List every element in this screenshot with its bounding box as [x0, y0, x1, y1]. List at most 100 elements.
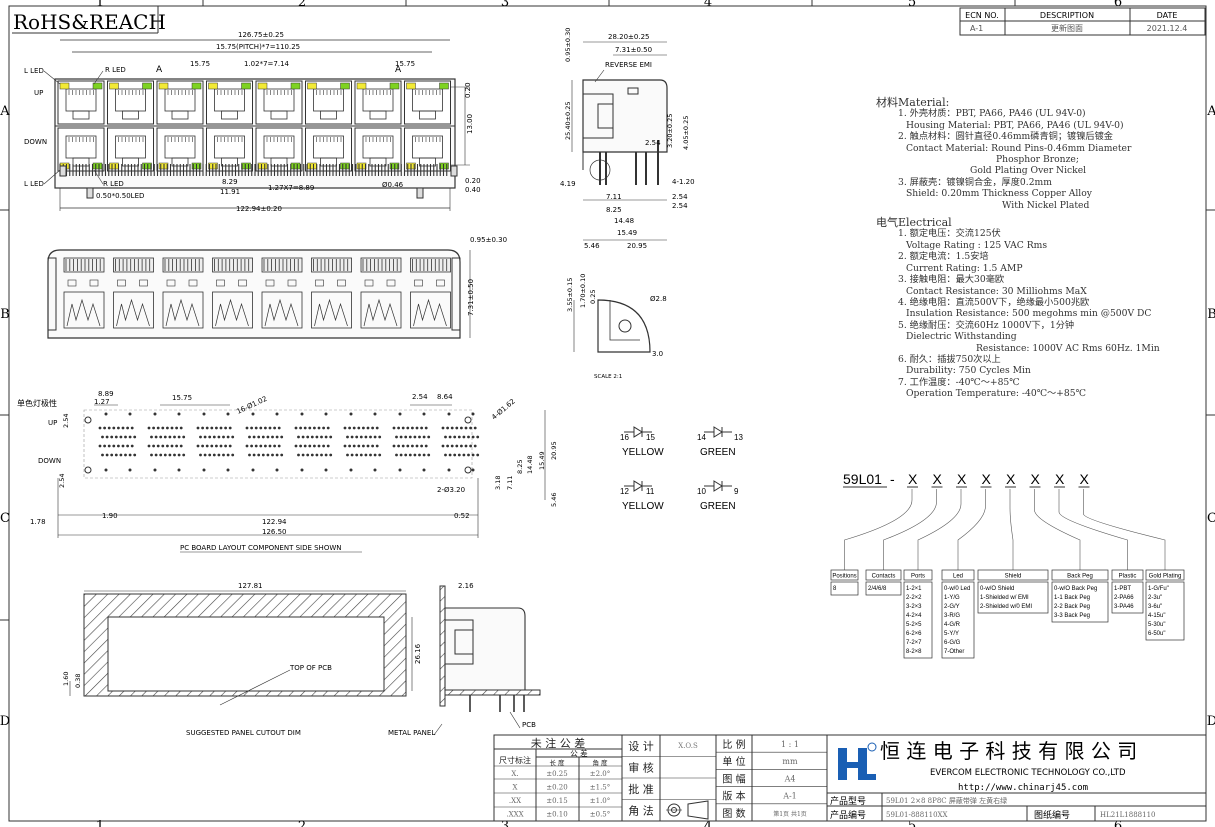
electrical-title: 电气Electrical: [876, 216, 952, 230]
grid-row-label: C: [0, 511, 10, 526]
product-code-value: 59L01-888110XX: [886, 811, 948, 819]
pcb-hole: [324, 435, 328, 439]
led-left: [356, 82, 367, 90]
pcb-hole: [373, 435, 377, 439]
pcb-hole: [457, 435, 461, 439]
pcb-hole: [455, 444, 459, 448]
pcb-hole: [107, 444, 111, 448]
rj45-port: [305, 127, 352, 172]
pn-option-item: 2-Shielded w/0 EMI: [980, 604, 1032, 610]
pcb-hole: [128, 412, 132, 416]
pcb-hole: [130, 444, 134, 448]
electrical-item: 1. 额定电压：交流125伏 Voltage Rating : 125 VAC …: [898, 228, 1048, 251]
pcb-dim: 2.54: [58, 474, 66, 488]
svg-text:±1.0°: ±1.0°: [590, 797, 611, 805]
pcb-hole: [224, 444, 228, 448]
led-right: [439, 82, 449, 90]
pcb-hole: [300, 412, 304, 416]
pcb-layout: 8.89 1.27 15.75 16-Ø1.02 2.54 8.64 4-Ø1.…: [17, 390, 558, 553]
prop-value: 第1页 共1页: [773, 810, 807, 818]
pcb-hole: [161, 426, 165, 430]
pcb-hole: [297, 453, 300, 457]
pcb-hole: [369, 453, 372, 457]
dim-254b: 2.54: [672, 193, 688, 201]
svg-text:10: 10: [697, 487, 706, 496]
dim-1191: 11.91: [220, 188, 240, 196]
pcb-hole: [306, 435, 310, 439]
ecn-date: 2021.12.4: [1147, 24, 1188, 33]
pcb-hole: [107, 426, 111, 430]
pcb-hole: [473, 444, 477, 448]
rj45-port: [255, 80, 303, 125]
pcb-hole: [98, 444, 102, 448]
pcb-hole: [373, 453, 377, 457]
dim-emi: 7.31±0.50: [615, 46, 652, 54]
label-r-led-bottom: R LED: [103, 180, 124, 188]
pcb-hole: [226, 435, 230, 439]
pn-option-item: 3-PA46: [1114, 604, 1134, 610]
pcb-hole: [460, 426, 463, 430]
pcb-hole: [469, 444, 472, 448]
pcb-hole: [273, 444, 276, 448]
pcb-hole: [408, 453, 412, 457]
pcb-hole: [464, 426, 468, 430]
pcb-hole: [317, 444, 321, 448]
pcb-hole: [226, 453, 230, 457]
pcb-hole: [271, 435, 274, 439]
pcb-hole: [448, 453, 452, 457]
pcb-hole: [457, 453, 461, 457]
pn-option-item: 4-2×4: [906, 613, 922, 619]
pn-option-item: 4-15u": [1148, 613, 1165, 619]
front-view: 126.75±0.25 15.75(PITCH)*7=110.25 15.75 …: [24, 31, 481, 213]
top-port: [410, 257, 451, 329]
detail-view: 3.55±0.15 1.70±0.10 0.25 Ø2.8 3.0 SCALE …: [566, 274, 667, 380]
pcb-hole: [182, 453, 186, 457]
prop-value: A4: [784, 774, 796, 783]
pcb-hole: [231, 435, 235, 439]
pcb-hole: [308, 426, 312, 430]
material-item: 3. 屏蔽壳：镀镍铜合金，厚度0.2mm Shield: 0.20mm Thic…: [898, 176, 1092, 211]
pcb-hole: [226, 468, 230, 472]
pcb-hole: [268, 426, 272, 430]
dim-040: 0.40: [465, 186, 481, 194]
dim-355: 3.55±0.15: [566, 278, 574, 312]
pcb-hole: [275, 435, 279, 439]
label-top-of-pcb: TOP OF PCB: [289, 664, 332, 672]
pcb-hole: [147, 444, 151, 448]
pcb-hole: [424, 426, 428, 430]
rj45-port: [354, 80, 402, 125]
electrical-item: 6. 耐久：插拔750次以上 Durability: 750 Cycles Mi…: [898, 353, 1031, 377]
pn-option-item: 5-2×5: [906, 622, 922, 628]
led-symbol: 12 11 YELLOW: [620, 480, 664, 512]
pcb-hole: [261, 453, 265, 457]
pcb-hole: [196, 426, 200, 430]
pn-option-item: 7-2×7: [906, 640, 922, 646]
led-right: [92, 82, 103, 90]
led-left: [257, 162, 268, 170]
pcb-hole: [128, 468, 132, 472]
pcb-hole: [467, 453, 470, 457]
pcb-hole: [199, 453, 202, 457]
pcb-hole: [453, 435, 457, 439]
pcb-hole: [126, 444, 129, 448]
pcb-hole: [473, 426, 477, 430]
pcb-hole: [446, 444, 449, 448]
rj45-port: [57, 127, 105, 172]
dim-095-top: 0.95±0.30: [470, 236, 507, 244]
svg-text:X.: X.: [511, 770, 518, 778]
title-block: 未 注 公 差尺寸标注公 差长 度角 度X.±0.25±2.0°X±0.20±1…: [493, 734, 1207, 822]
pcb-hole: [397, 426, 400, 430]
pcb-hole: [277, 426, 281, 430]
led-right: [191, 82, 202, 90]
pcb-hole: [301, 453, 305, 457]
pcb-hole: [399, 453, 403, 457]
pcb-hole: [398, 412, 402, 416]
grid-col-label: 2: [298, 819, 306, 827]
label-section-a2: A: [395, 65, 402, 75]
pcb-hole: [177, 435, 181, 439]
label-polarity: 单色灯极性: [17, 398, 57, 408]
led-symbol: 14 13 GREEN: [697, 426, 743, 458]
pcb-hole: [264, 426, 267, 430]
pcb-hole: [104, 412, 108, 416]
